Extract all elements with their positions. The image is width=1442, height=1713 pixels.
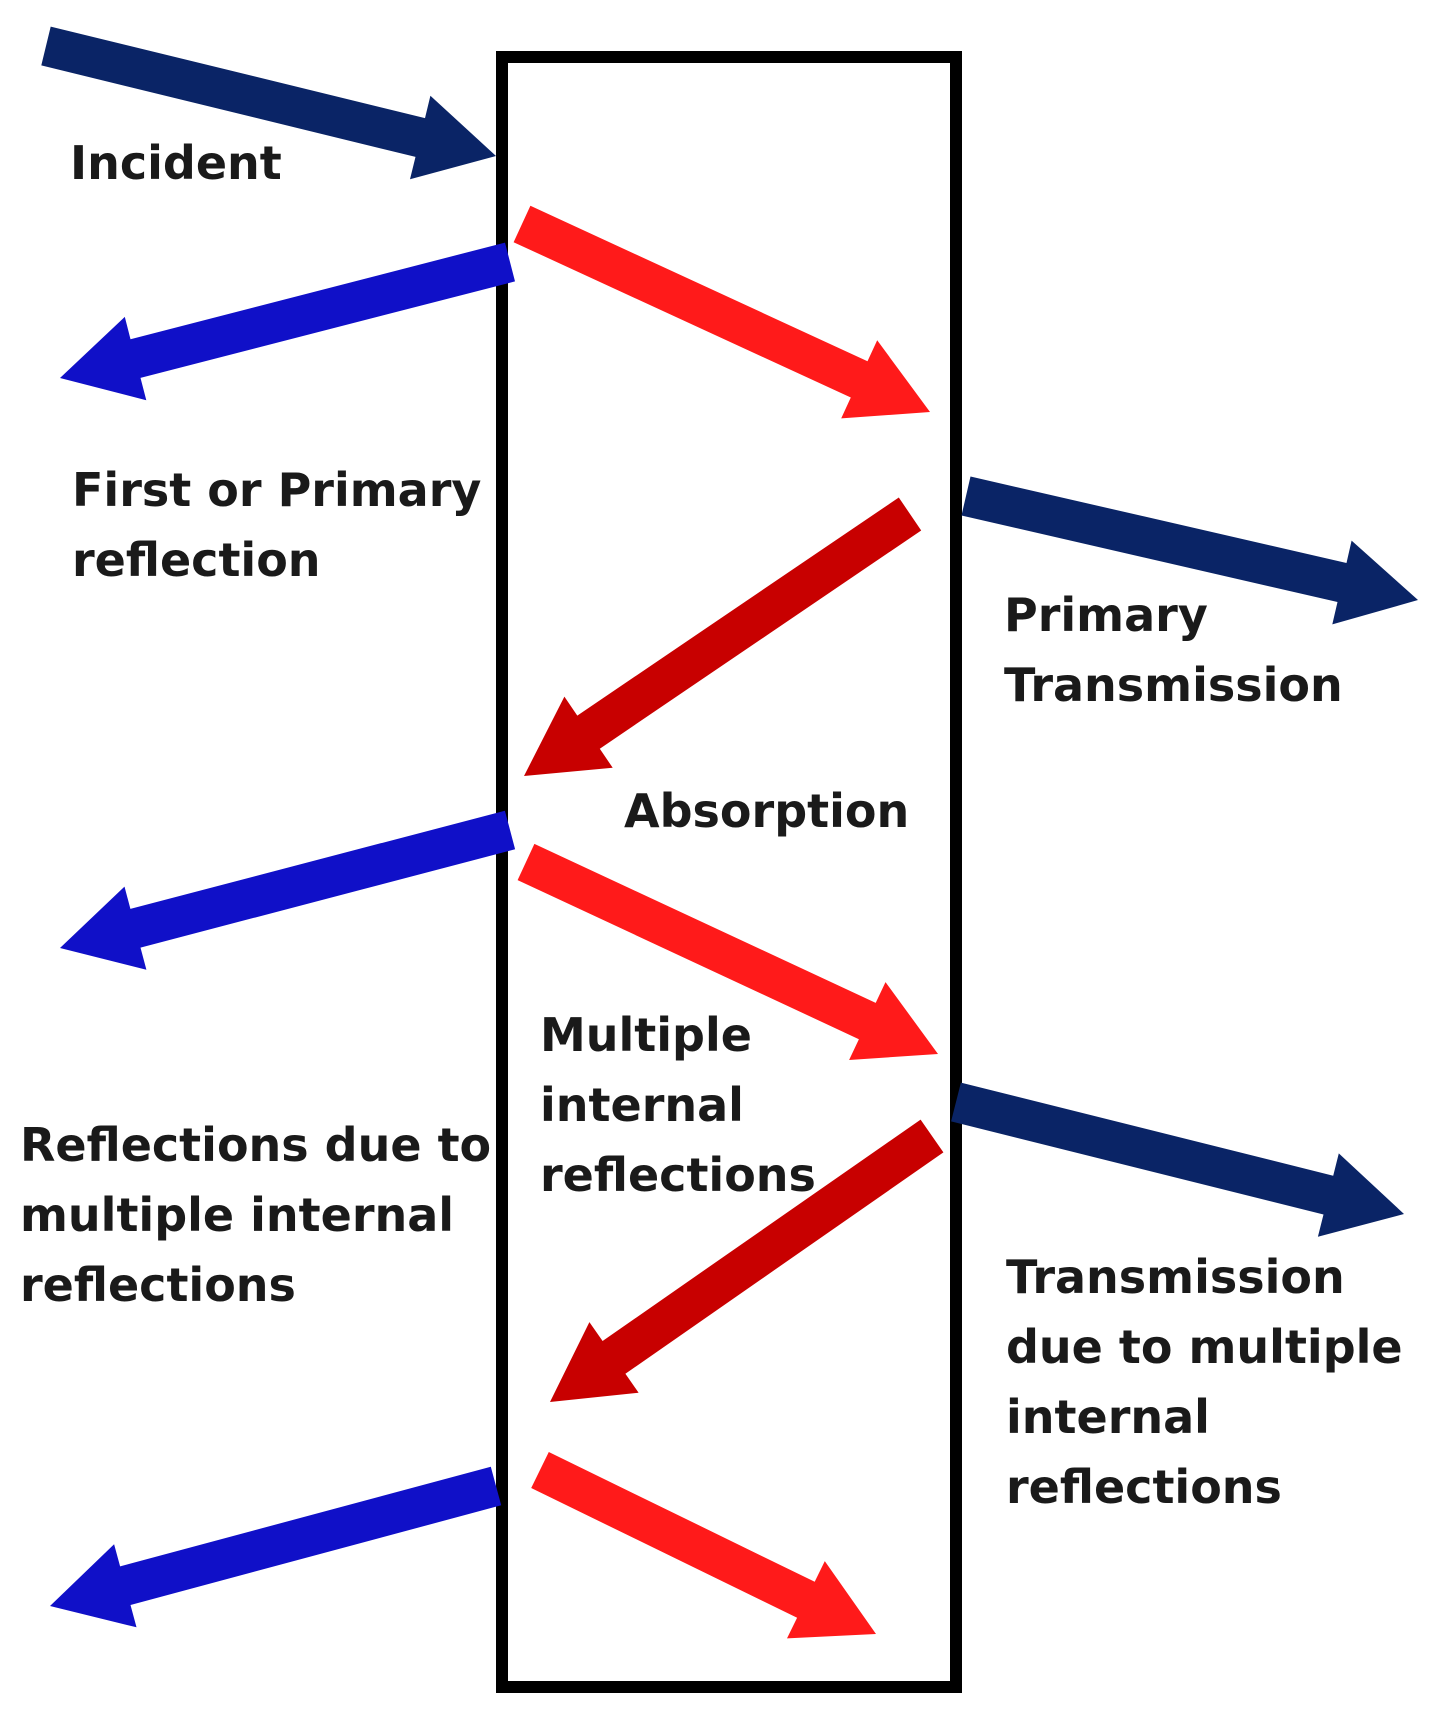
- label-line: reflections: [540, 1148, 816, 1202]
- incident-arrow: [41, 26, 497, 180]
- label-line: Primary: [1004, 588, 1208, 642]
- label-primary-transmission: Primary Transmission: [1004, 580, 1343, 720]
- internal-back-arrow-1: [524, 497, 922, 776]
- primary-reflection-arrow: [60, 242, 515, 401]
- second-transmission-arrow: [951, 1082, 1404, 1237]
- label-line: internal: [1006, 1390, 1210, 1444]
- label-line: reflection: [72, 533, 321, 587]
- label-line: reflections: [20, 1258, 296, 1312]
- label-first-reflection: First or Primary reflection: [72, 455, 481, 595]
- arrows: [41, 26, 1418, 1639]
- label-absorption: Absorption: [624, 784, 910, 838]
- third-reflection-arrow: [50, 1466, 502, 1628]
- label-line: Transmission: [1004, 658, 1343, 712]
- label-line: multiple internal: [20, 1188, 455, 1242]
- label-line: Transmission: [1006, 1250, 1345, 1304]
- primary-transmission-arrow: [961, 476, 1418, 625]
- internal-forward-arrow-2: [517, 843, 938, 1060]
- label-line: First or Primary: [72, 463, 482, 517]
- label-line: internal: [540, 1078, 744, 1132]
- label-line: reflections: [1006, 1460, 1282, 1514]
- label-line: Multiple: [540, 1008, 752, 1062]
- internal-forward-arrow-3: [531, 1452, 876, 1639]
- internal-back-arrow-2: [550, 1119, 944, 1402]
- refracted-forward-arrow-1: [513, 205, 930, 419]
- label-line: due to multiple: [1006, 1320, 1403, 1374]
- second-reflection-arrow: [60, 810, 516, 970]
- label-incident: Incident: [70, 136, 282, 190]
- label-multiple-internal: Multiple internal reflections: [540, 1000, 816, 1210]
- label-reflections-multiple: Reflections due to multiple internal ref…: [20, 1110, 491, 1320]
- label-line: Reflections due to: [20, 1118, 492, 1172]
- slab: [496, 51, 962, 1693]
- label-transmission-multiple: Transmission due to multiple internal re…: [1006, 1242, 1403, 1522]
